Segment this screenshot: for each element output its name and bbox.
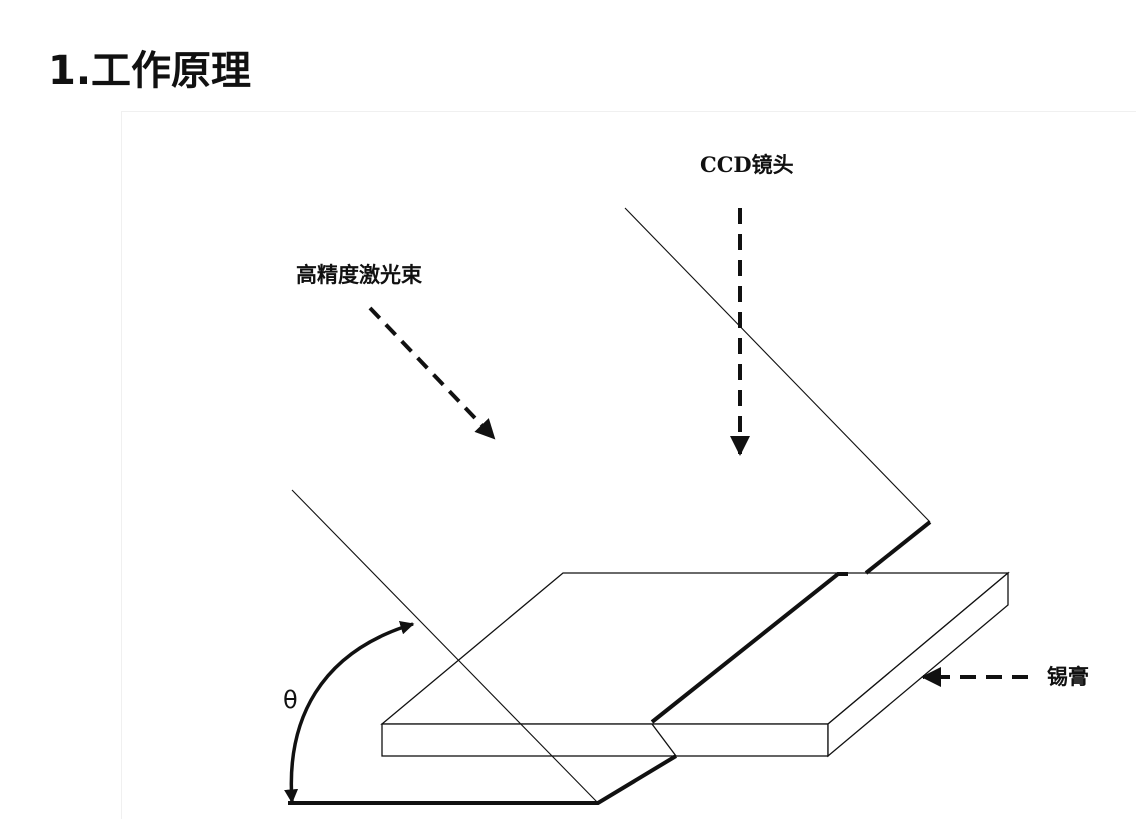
laser-beam-label: 高精度激光束 — [296, 262, 422, 287]
page-title: 1.工作原理 — [48, 39, 251, 103]
laser-line-on-slab — [650, 572, 848, 724]
laser-beam-arrow — [368, 306, 496, 440]
laser-line-step — [651, 723, 677, 757]
solder-slab-side — [827, 571, 1009, 758]
section-title-text: 工作原理 — [91, 47, 252, 94]
angle-theta-label: θ — [283, 686, 298, 714]
laser-line-on-base — [288, 754, 678, 805]
solder-slab-front — [381, 723, 829, 757]
solder-slab-top — [380, 572, 1010, 725]
section-number: 1. — [48, 47, 92, 94]
ccd-lens-label: CCD镜头 — [700, 152, 794, 177]
laser-plane-edge-left — [291, 489, 599, 804]
angle-arc — [284, 620, 415, 804]
laser-line-base-back — [864, 520, 932, 575]
solder-paste-label: 锡膏 — [1047, 664, 1089, 689]
laser-plane-edge-right — [624, 207, 931, 523]
